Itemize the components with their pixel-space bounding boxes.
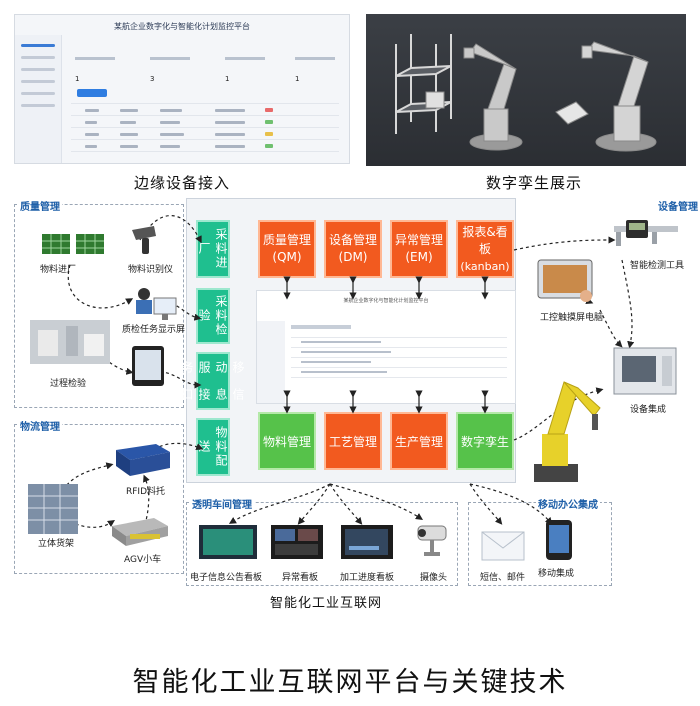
agv-label: AGV小车 <box>124 555 162 565</box>
tablet-icon <box>132 346 164 386</box>
sms-mail-icon <box>481 531 525 561</box>
quality-section <box>14 204 184 408</box>
process-check-label: 过程检验 <box>50 379 87 389</box>
process-inspection-photo-icon <box>30 320 110 364</box>
dashboard-stat: 1 <box>75 57 135 83</box>
quality-section-label: 质量管理 <box>18 198 62 213</box>
module-process-management: 工艺管理 <box>324 412 382 470</box>
abnormal-board-monitor-icon <box>271 525 323 559</box>
barcode-scanner-icon <box>132 226 156 254</box>
platform-dashboard-screenshot: 某航企业数字化与智能化计划监控平台 <box>256 290 516 404</box>
sms-mail-label: 短信、邮件 <box>480 573 526 583</box>
e-board-label: 电子信息公告看板 <box>190 573 263 583</box>
module-material-intake: 采料进厂 <box>196 220 230 278</box>
material-in-label: 物料进厂 <box>40 265 77 275</box>
module-digital-twin: 数字孪生 <box>456 412 514 470</box>
dashboard-sidebar <box>15 35 62 163</box>
mobile-int-label: 移动集成 <box>538 569 575 579</box>
caliper-icon <box>614 220 678 246</box>
dashboard-stat: 1 <box>295 57 355 83</box>
touch-pc-label: 工控触摸屏电脑 <box>540 313 604 323</box>
module-report-kanban: 报表&看板(kanban) <box>456 220 514 278</box>
workshop-section <box>186 502 458 586</box>
robot-arm-scene-icon <box>395 34 657 152</box>
module-device-management: 设备管理(DM) <box>324 220 382 278</box>
module-mobile-service: 移动服务 信息接口 <box>180 352 245 410</box>
3d-shelf-icon <box>28 484 78 534</box>
smart-tool-label: 智能检测工具 <box>630 261 685 271</box>
material-crates-icon <box>42 234 104 254</box>
edge-device-caption: 边缘设备接入 <box>134 174 231 192</box>
page-title: 智能化工业互联网平台与关键技术 <box>132 667 568 698</box>
camera-icon <box>417 525 447 556</box>
logistics-section-label: 物流管理 <box>18 418 62 433</box>
module-quality-management: 质量管理(QM) <box>258 220 316 278</box>
dashboard-stat: 1 <box>225 57 285 83</box>
dashboard-stat: 3 <box>150 57 210 83</box>
module-production-management: 生产管理 <box>390 412 448 470</box>
e-board-monitor-icon <box>199 525 257 559</box>
equip-integration-label: 设备集成 <box>630 405 667 415</box>
progress-board-label: 加工进度看板 <box>340 573 395 583</box>
edge-device-dashboard: 某航企业数字化与智能化计划监控平台 1 3 1 1 <box>14 14 350 164</box>
shelf-label: 立体货架 <box>38 539 75 549</box>
smartphone-icon <box>546 520 572 560</box>
abnormal-board-label: 异常看板 <box>282 573 319 583</box>
camera-label: 摄像头 <box>420 573 448 583</box>
digital-twin-render <box>366 14 686 166</box>
cnc-machine-icon <box>613 347 677 395</box>
quality-display-screen-icon <box>136 288 177 320</box>
equipment-section-label: 设备管理 <box>656 198 700 213</box>
quality-task-label: 质检任务显示屏 <box>122 325 186 335</box>
touch-screen-pc-icon <box>537 259 593 302</box>
logistics-section <box>14 424 184 574</box>
dashboard-title: 某航企业数字化与智能化计划监控平台 <box>114 22 250 31</box>
industrial-robot-icon <box>534 381 601 482</box>
dashboard-button <box>77 89 107 97</box>
module-exception-management: 异常管理(EM) <box>390 220 448 278</box>
progress-board-monitor-icon <box>341 525 393 559</box>
industrial-internet-caption: 智能化工业互联网 <box>270 596 383 611</box>
rfid-label: RFID料托 <box>126 487 166 497</box>
digital-twin-caption: 数字孪生展示 <box>486 174 583 192</box>
material-detect-label: 物料识别仪 <box>128 265 174 275</box>
agv-cart-icon <box>112 518 168 546</box>
mobile-section-label: 移动办公集成 <box>536 496 600 511</box>
workshop-section-label: 透明车间管理 <box>190 496 254 511</box>
rfid-pallet-icon <box>116 444 170 476</box>
